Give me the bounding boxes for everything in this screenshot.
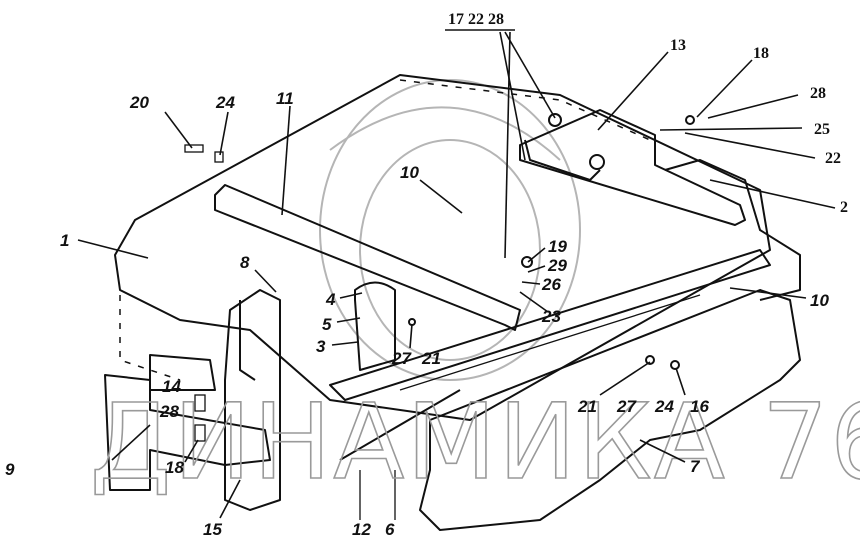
label-19: 19	[548, 237, 567, 256]
label-3: 3	[316, 337, 326, 356]
label-6: 6	[385, 520, 395, 539]
part-labels: 17 22 28 13 18 28 25 22 2 20 24 11 10 1 …	[5, 11, 848, 539]
label-13: 13	[670, 37, 686, 54]
label-15: 15	[203, 520, 222, 539]
label-20: 20	[129, 93, 149, 112]
label-8: 8	[240, 253, 250, 272]
label-28: 28	[810, 85, 826, 102]
label-21-lower: 21	[577, 397, 597, 416]
label-21: 21	[421, 349, 441, 368]
label-2: 2	[840, 199, 848, 216]
label-24: 24	[215, 93, 235, 112]
label-28-lower: 28	[159, 402, 179, 421]
label-17-22-28: 17 22 28	[448, 11, 504, 28]
label-18-lower: 18	[165, 458, 184, 477]
rod-12-6	[339, 389, 461, 520]
label-7: 7	[690, 457, 701, 476]
crossbar-11	[214, 184, 521, 331]
label-5: 5	[322, 315, 332, 334]
label-11: 11	[276, 89, 294, 108]
watermark-logo	[319, 79, 581, 381]
body-7	[419, 289, 801, 531]
label-16: 16	[690, 397, 709, 416]
watermark-text: ДИНАМИКА 76	[90, 381, 860, 503]
label-9: 9	[5, 460, 15, 479]
panel-2	[664, 159, 801, 301]
label-18: 18	[753, 45, 769, 62]
label-22: 22	[825, 150, 841, 167]
label-25: 25	[814, 121, 830, 138]
bracket-14	[149, 354, 216, 391]
label-24-lower: 24	[654, 397, 674, 416]
crossbar-13	[519, 109, 746, 226]
label-26: 26	[541, 275, 561, 294]
fasteners	[184, 113, 695, 442]
label-4: 4	[325, 290, 336, 309]
label-1: 1	[60, 231, 69, 250]
label-12: 12	[352, 520, 371, 539]
panel-15	[224, 289, 281, 511]
plate-9	[104, 374, 271, 491]
leader-lines	[77, 29, 836, 519]
label-14: 14	[162, 377, 181, 396]
label-27: 27	[391, 349, 412, 368]
label-10-rail: 10	[810, 291, 829, 310]
rail-10	[329, 249, 771, 401]
label-23: 23	[541, 307, 561, 326]
label-27-lower: 27	[616, 397, 637, 416]
bracket-3	[354, 281, 396, 371]
label-29: 29	[547, 256, 567, 275]
label-10: 10	[400, 163, 419, 182]
floor-panel-1	[114, 74, 771, 421]
